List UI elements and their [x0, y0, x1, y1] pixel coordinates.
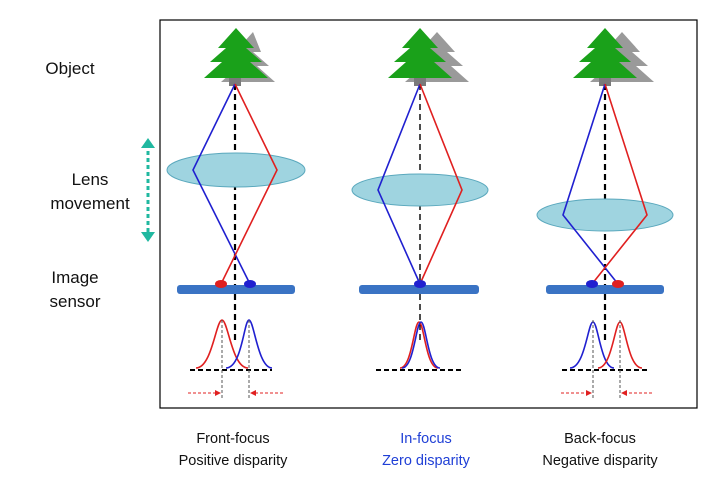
caption-subtitle: Negative disparity [542, 453, 658, 469]
focus-spot [414, 280, 426, 288]
image-label-line2: sensor [49, 292, 101, 311]
caption-title: Front-focus [196, 431, 270, 447]
red-ray [220, 83, 278, 285]
image-sensor [546, 285, 664, 294]
red-spot [612, 280, 624, 288]
caption-title: In-focus [400, 431, 452, 447]
blue-ray [377, 83, 421, 285]
lens-movement-label: Lens movement [30, 168, 150, 216]
panel-in-focus [351, 28, 489, 371]
caption-subtitle: Positive disparity [178, 453, 288, 469]
blue-peak [401, 321, 441, 369]
lens [536, 198, 674, 232]
red-spot [215, 280, 227, 288]
panel-back-focus [536, 28, 674, 400]
tree-icon [573, 28, 654, 86]
caption-front-focus: Front-focus Positive disparity [133, 428, 333, 472]
object-label-text: Object [45, 59, 95, 78]
caption-back-focus: Back-focus Negative disparity [500, 428, 700, 472]
tree-icon [388, 28, 469, 86]
image-label-line1: Image [51, 268, 99, 287]
panel-front-focus [166, 28, 306, 400]
image-sensor-label: Image sensor [35, 266, 115, 314]
red-peak [399, 321, 439, 369]
lens [351, 173, 489, 207]
lens-movement-arrow-icon [141, 138, 155, 242]
image-sensor [359, 285, 479, 294]
blue-spot [244, 280, 256, 288]
caption-title: Back-focus [564, 431, 636, 447]
blue-ray [192, 83, 251, 285]
caption-in-focus: In-focus Zero disparity [326, 428, 526, 472]
red-ray [419, 83, 463, 285]
lens [166, 152, 306, 188]
image-sensor [177, 285, 295, 294]
caption-subtitle: Zero disparity [382, 453, 470, 469]
blue-ray [562, 83, 619, 285]
lens-label-line1: Lens [71, 170, 109, 189]
lens-label-line2: movement [50, 194, 130, 213]
red-ray [591, 83, 648, 285]
blue-spot [586, 280, 598, 288]
tree-icon [204, 28, 275, 86]
object-label: Object [30, 57, 110, 81]
